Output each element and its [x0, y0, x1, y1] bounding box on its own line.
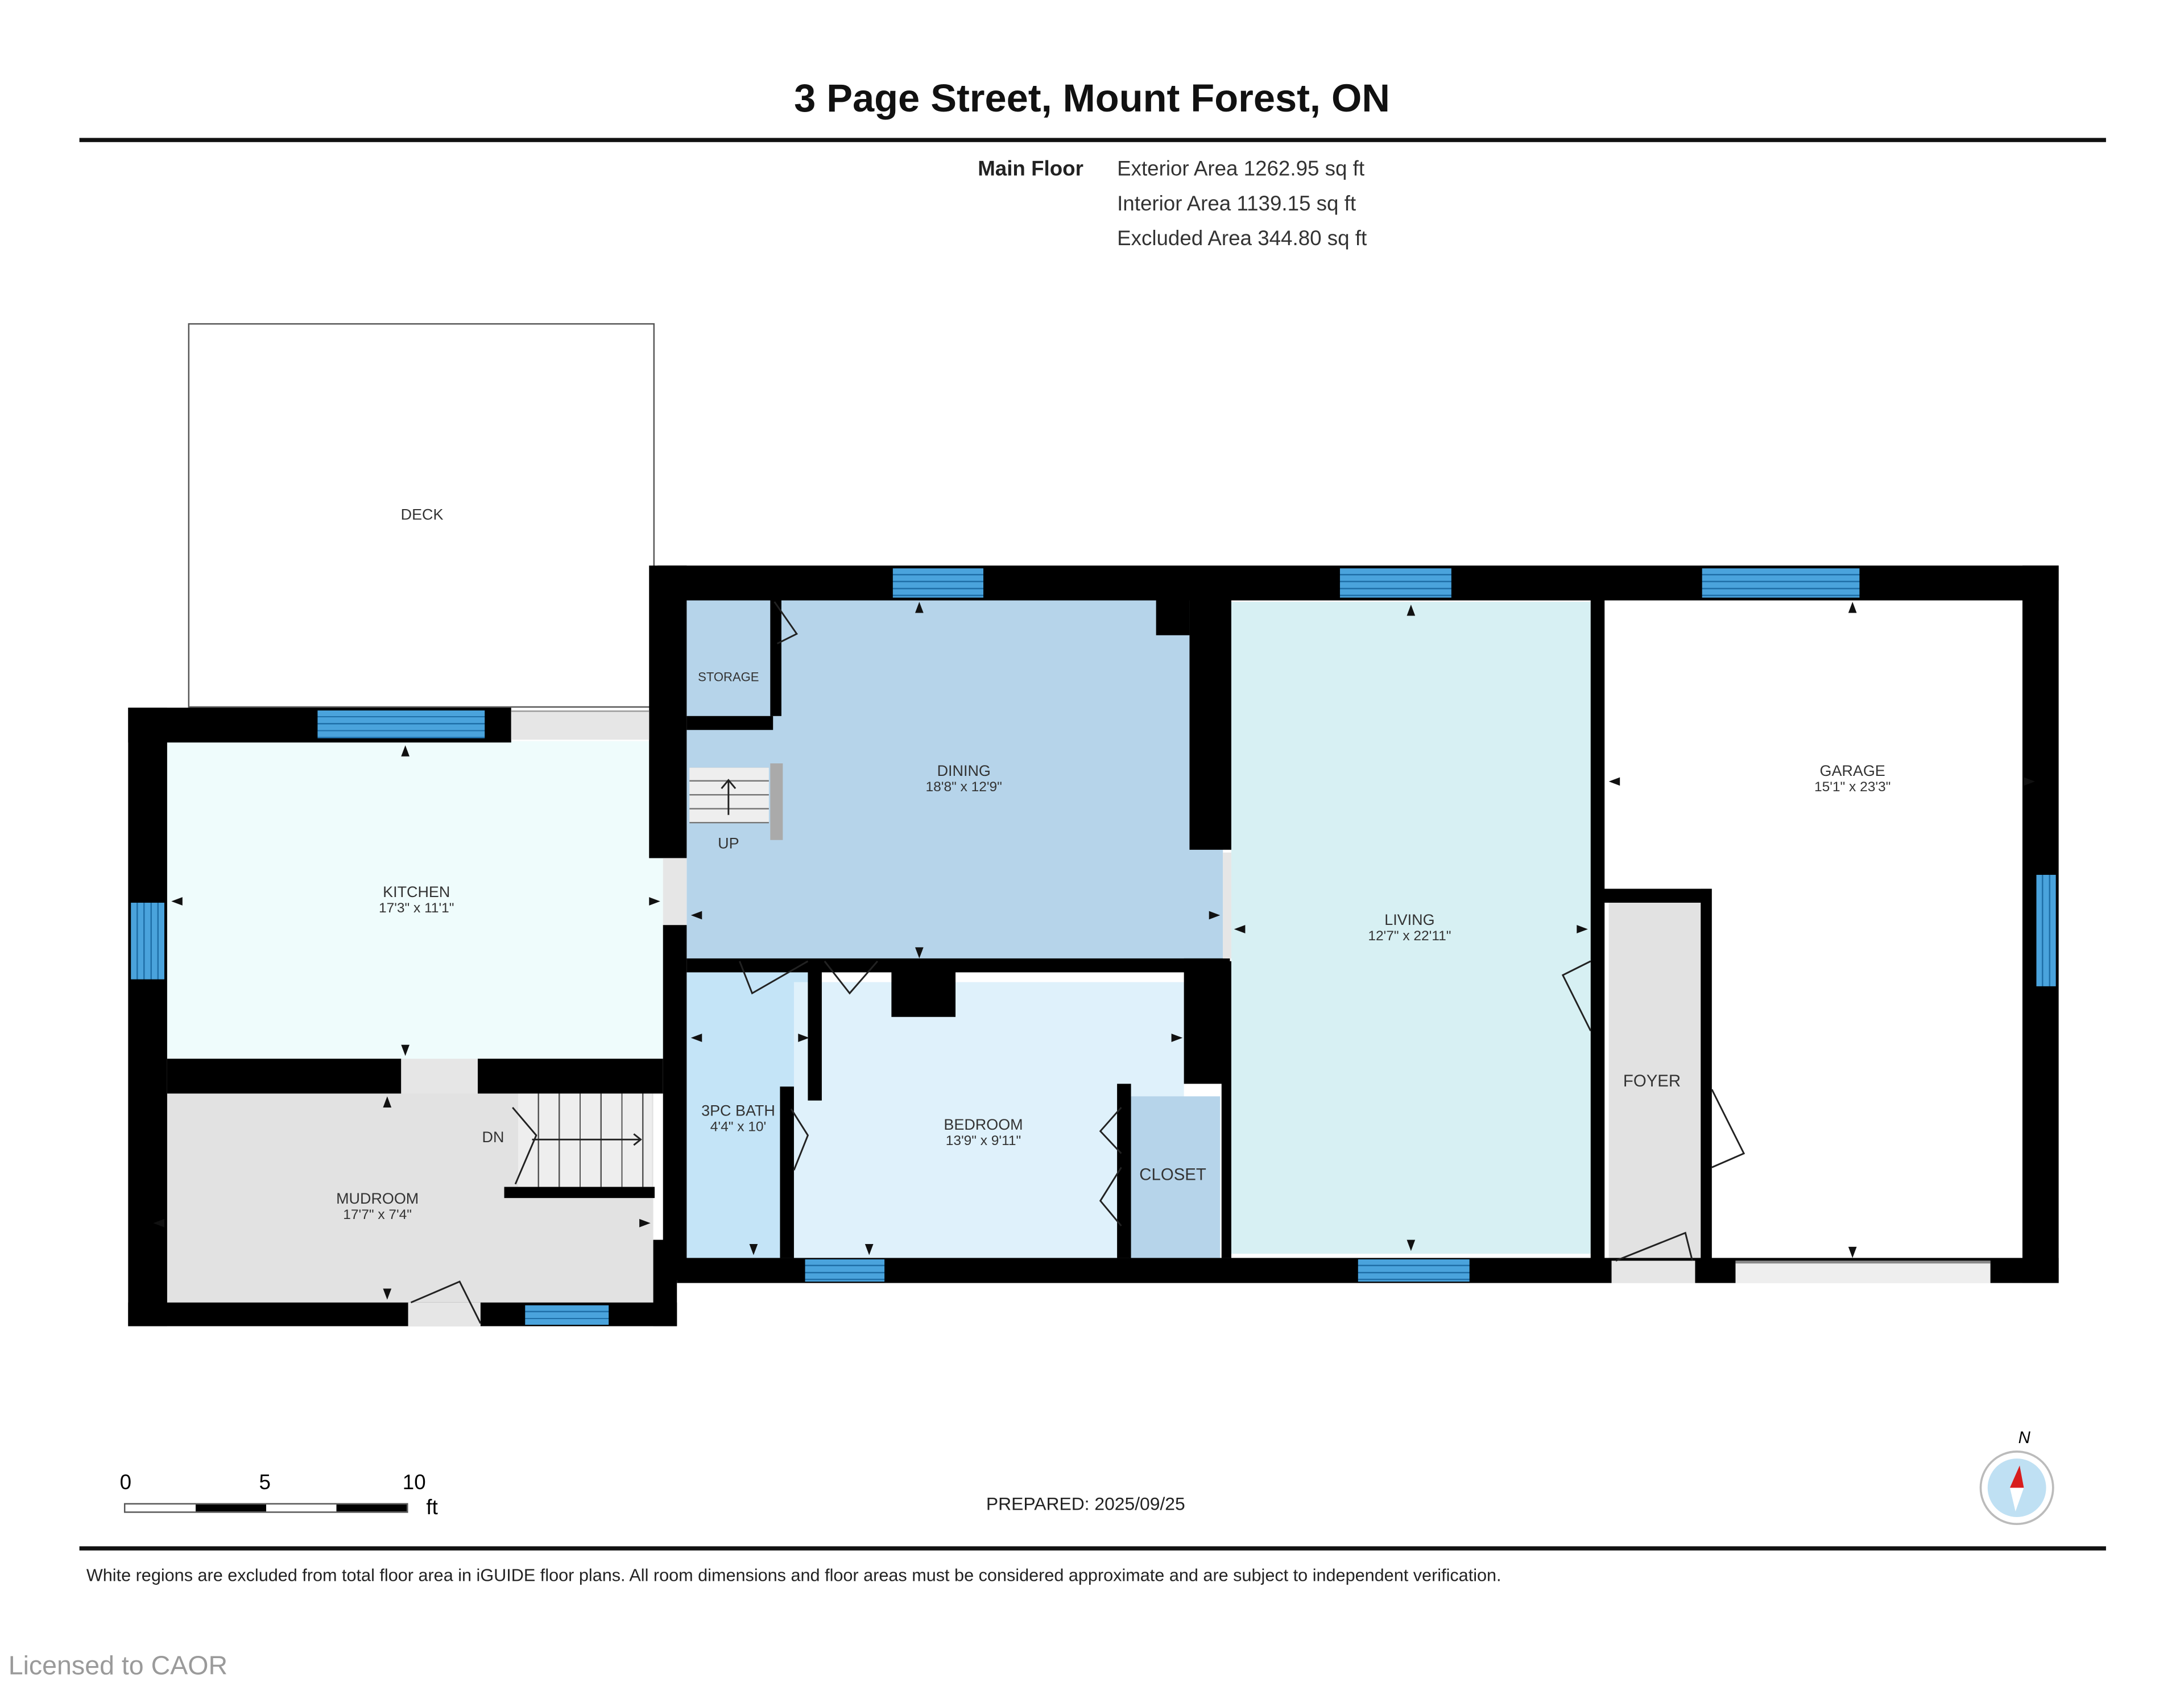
window-living-south — [1358, 1259, 1470, 1282]
door-kitchen-deck — [511, 710, 650, 740]
scale-tick-0: 0 — [119, 1471, 132, 1495]
stairs-down-label: DN — [482, 1130, 504, 1147]
window-mudroom-south — [525, 1305, 609, 1325]
dim-arrow — [153, 1218, 164, 1228]
room-living — [1231, 601, 1591, 1254]
compass-icon: N — [1978, 1428, 2056, 1527]
dim-arrow — [649, 897, 660, 906]
scale-tick-10: 10 — [402, 1471, 426, 1495]
interior-area: Interior Area 1139.15 sq ft — [1117, 192, 1356, 216]
wall-bath-bedroom-lower — [780, 1086, 794, 1258]
garage-door — [1735, 1261, 1991, 1283]
wall-storage-bottom — [686, 716, 774, 730]
dim-arrow — [864, 1243, 874, 1255]
dim-arrow — [1577, 925, 1588, 933]
wall-dining-notch — [1156, 599, 1190, 635]
dim-arrow — [1234, 925, 1246, 933]
dim-arrow — [401, 1044, 410, 1056]
room-storage-label: STORAGE — [698, 670, 759, 684]
scale-tick-5: 5 — [259, 1471, 271, 1495]
wall-kitchen-dining-lower — [663, 925, 687, 1280]
footer-divider — [79, 1546, 2106, 1551]
disclaimer: White regions are excluded from total fl… — [86, 1565, 1502, 1585]
room-foyer-label: FOYER — [1623, 1071, 1681, 1091]
dim-arrow — [690, 911, 702, 920]
compass-north-label: N — [2018, 1428, 2030, 1448]
prepared-date: PREPARED: 2025/09/25 — [986, 1493, 1185, 1515]
room-foyer — [1608, 902, 1701, 1265]
dim-arrow — [401, 745, 410, 757]
wall-kitchen-dining-upper — [649, 565, 687, 858]
dim-arrow — [2024, 777, 2035, 786]
scale-unit: ft — [426, 1496, 438, 1520]
dim-arrow — [1171, 1034, 1183, 1042]
window-bedroom-south — [805, 1259, 885, 1282]
room-closet — [1128, 1096, 1221, 1258]
wall-mudroom-east — [653, 1239, 677, 1327]
dim-arrow — [1407, 1239, 1416, 1251]
window-kitchen-west — [131, 902, 164, 980]
dim-arrow — [1848, 601, 1857, 613]
opening-kitchen-mudroom — [401, 1059, 478, 1094]
room-deck — [188, 323, 655, 708]
dim-arrow — [1848, 1246, 1857, 1258]
door-mudroom-exterior — [408, 1302, 481, 1327]
opening-dining-living — [1223, 852, 1231, 958]
dim-arrow — [639, 1218, 651, 1228]
wall-bedroom-ne — [1184, 958, 1226, 1084]
wall-dining-south — [686, 958, 1230, 973]
wall-living-garage — [1590, 599, 1605, 1282]
wall-storage — [770, 599, 781, 716]
dim-arrow — [1407, 604, 1416, 616]
stair-wall — [504, 1187, 655, 1199]
window-dining-north — [892, 568, 983, 598]
dining-alcove — [780, 599, 1156, 641]
dim-arrow — [1608, 777, 1620, 786]
wall-dining-living-upper — [1189, 599, 1231, 850]
door-foyer-exterior — [1611, 1261, 1695, 1283]
dim-arrow — [383, 1096, 392, 1108]
dim-arrow — [1209, 911, 1221, 920]
wall-kitchen-mudroom-b — [478, 1059, 663, 1094]
exterior-area: Exterior Area 1262.95 sq ft — [1117, 157, 1365, 181]
dim-arrow — [749, 1243, 758, 1255]
room-closet-label: CLOSET — [1139, 1164, 1206, 1184]
excluded-area: Excluded Area 344.80 sq ft — [1117, 227, 1367, 251]
scale-bar — [123, 1503, 408, 1513]
wall-kitchen-mudroom-a — [167, 1059, 402, 1094]
dim-arrow — [383, 1288, 392, 1300]
window-kitchen-north — [317, 710, 485, 738]
window-garage-north — [1702, 568, 1860, 598]
dim-arrow — [915, 947, 924, 958]
window-garage-east — [2036, 874, 2056, 986]
room-kitchen — [167, 741, 663, 1059]
watermark: Licensed to CAOR — [8, 1652, 228, 1681]
room-deck-label: DECK — [400, 507, 444, 524]
opening-kitchen-dining — [663, 858, 687, 925]
wall-foyer-east — [1701, 889, 1712, 1265]
wall-foyer-top — [1599, 889, 1711, 903]
stairs-up-label: UP — [718, 836, 739, 853]
dim-arrow — [915, 601, 924, 613]
floor-name: Main Floor — [978, 157, 1083, 181]
dim-arrow — [690, 1034, 702, 1042]
header-divider — [79, 138, 2106, 142]
dim-arrow — [798, 1034, 809, 1042]
wall-bedroom-column — [891, 961, 956, 1017]
stair-rail — [770, 763, 783, 840]
wall-bath-bedroom-upper — [808, 961, 822, 1101]
page-title: 3 Page Street, Mount Forest, ON — [794, 76, 1390, 120]
window-living-north — [1339, 568, 1451, 598]
dim-arrow — [171, 897, 183, 906]
